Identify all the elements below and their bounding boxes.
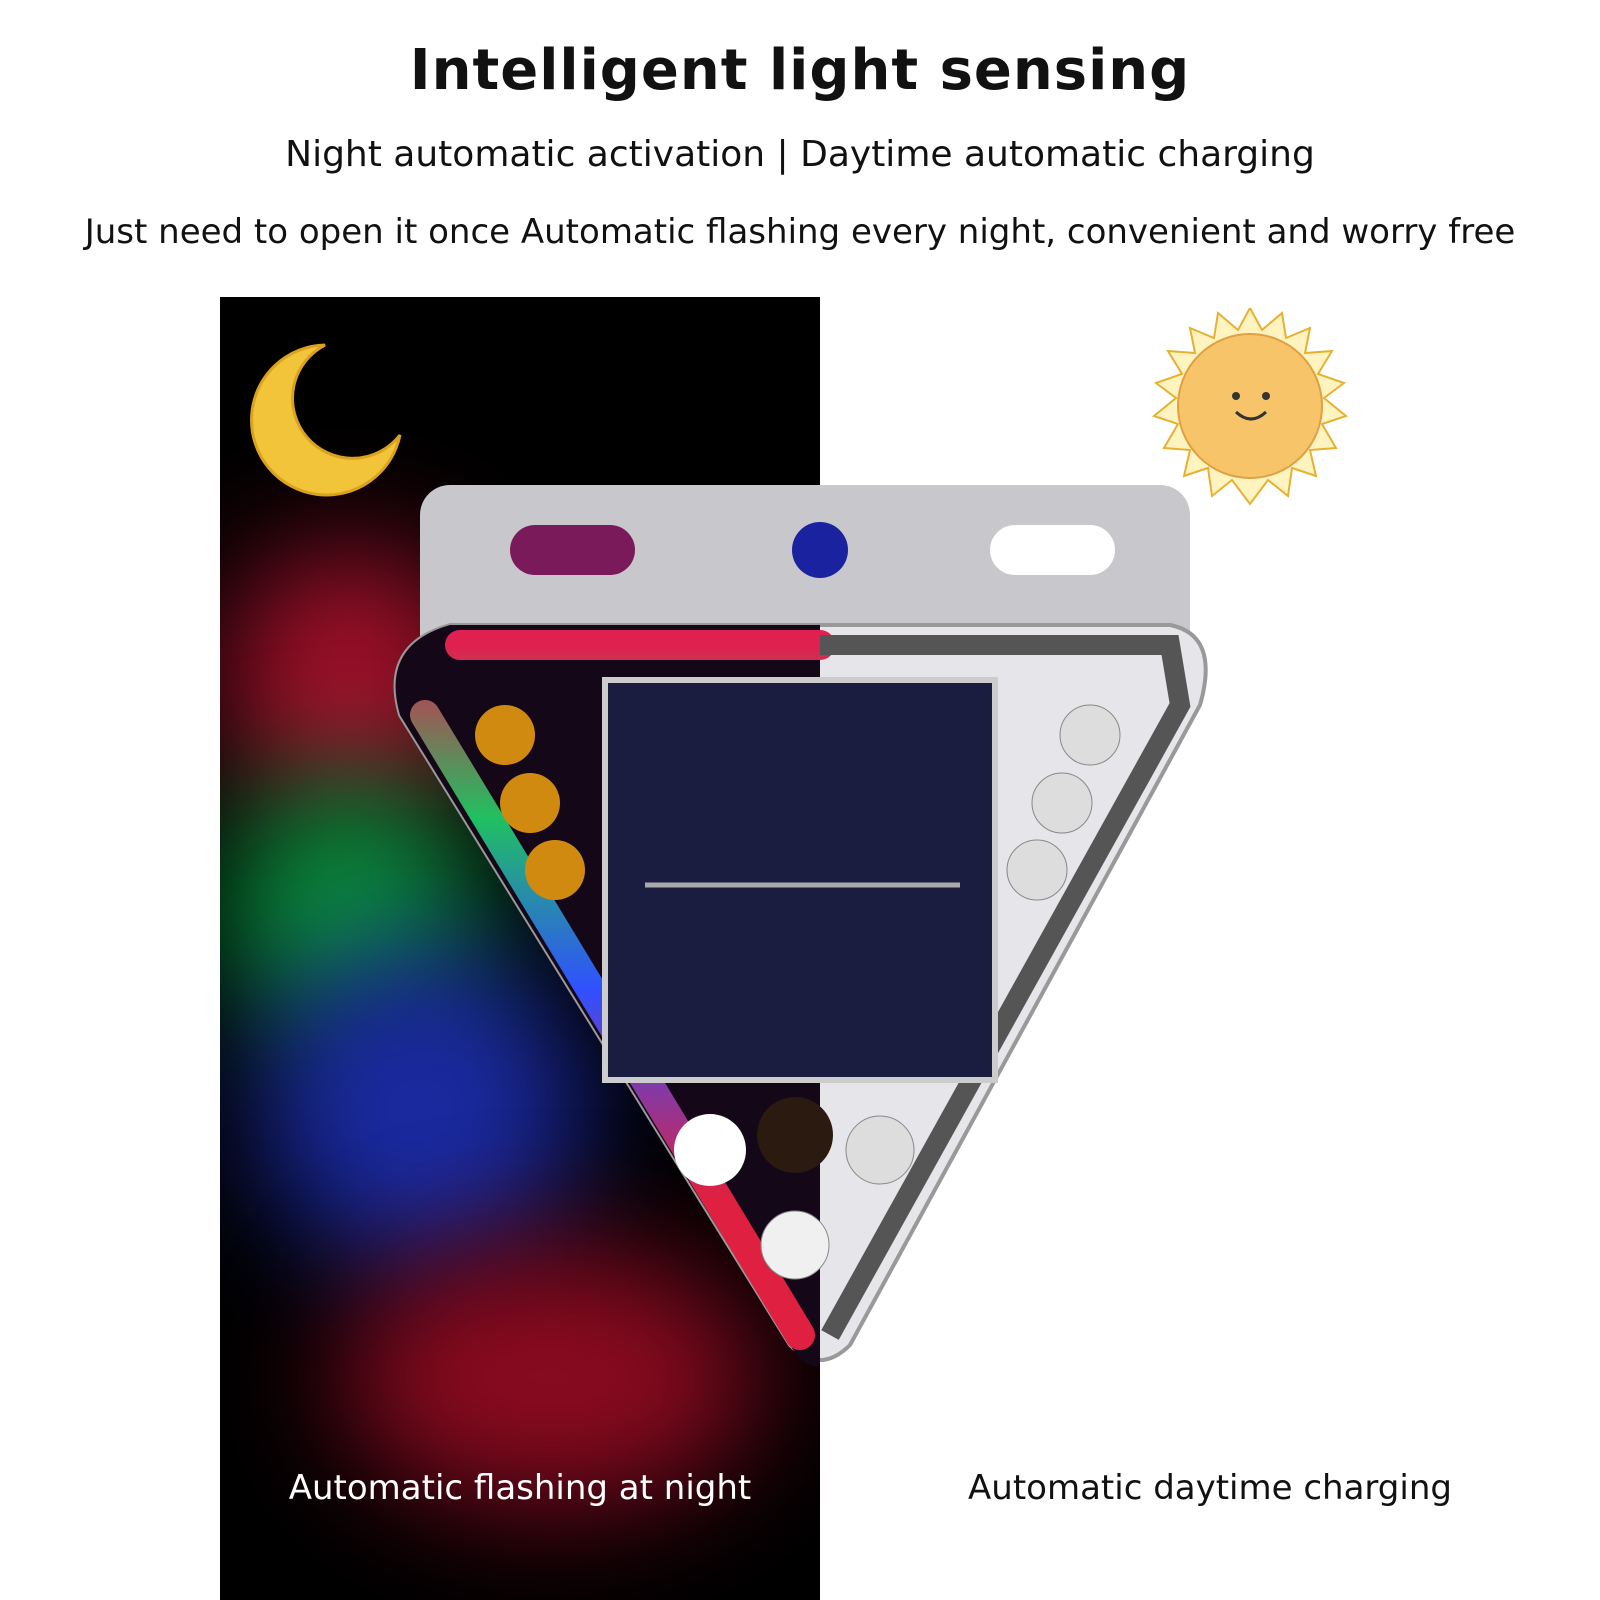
solar-panel (602, 677, 998, 1083)
red-glow-bottom (340, 1247, 760, 1507)
power-button-icon (757, 1097, 833, 1173)
blue-glow (260, 947, 580, 1267)
subtitle: Night automatic activation | Daytime aut… (285, 134, 1315, 175)
day-caption: Automatic daytime charging (968, 1468, 1452, 1508)
night-caption: Automatic flashing at night (288, 1468, 752, 1508)
sun-icon (1151, 308, 1349, 506)
description: Just need to open it once Automatic flas… (84, 212, 1516, 252)
solar-warning-light-device (393, 485, 1208, 1366)
page-title: Intelligent light sensing (409, 38, 1191, 103)
moon-icon (250, 343, 402, 497)
